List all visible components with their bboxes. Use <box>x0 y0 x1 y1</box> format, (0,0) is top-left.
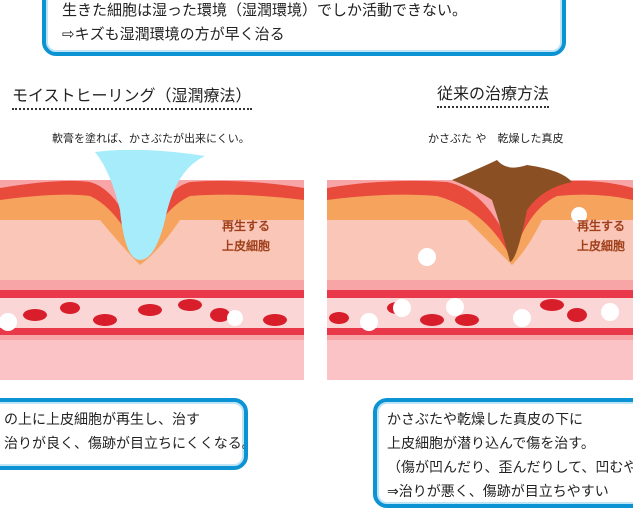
top-line-1: 生きた細胞は湿った環境（湿潤環境）でしか活動できない。 <box>62 1 468 19</box>
left-title: モイストヒーリング（湿潤療法） <box>12 82 252 110</box>
right-box-line-1: かさぶたや乾燥した真皮の下に <box>387 412 583 428</box>
top-info-box: 生きた細胞は湿った環境（湿潤環境）でしか活動できない。 ⇨キズも湿潤環境の方が早… <box>42 0 566 56</box>
right-box-line-2: 上皮細胞が潜り込んで傷を治す。 <box>387 436 595 452</box>
right-regen-label: 再生する上皮細胞 <box>577 219 626 253</box>
right-box-line-3: （傷が凹んだり、歪んだりして、凹むやすい） <box>387 460 633 476</box>
moist-healing-skin-diagram <box>0 150 304 380</box>
left-explanation-box: の上に上皮細胞が再生し、治す 治りが良く、傷跡が目立ちにくくなる。 <box>0 398 248 470</box>
left-caption: 軟膏を塗れば、かさぶたが出来にくい。 <box>52 132 250 145</box>
top-line-2: ⇨キズも湿潤環境の方が早く治る <box>62 25 285 43</box>
left-regen-label: 再生する上皮細胞 <box>222 219 271 253</box>
right-title: 従来の治療方法 <box>437 80 550 108</box>
traditional-skin-diagram <box>327 160 633 380</box>
red-blood-cells <box>23 299 287 326</box>
left-box-line-2: 治りが良く、傷跡が目立ちにくくなる。 <box>4 436 248 452</box>
left-box-line-1: の上に上皮細胞が再生し、治す <box>4 412 200 428</box>
right-box-line-4: ⇒治りが悪く、傷跡が目立ちやすい <box>387 484 609 500</box>
right-caption: かさぶた や 乾燥した真皮 <box>428 132 564 145</box>
right-explanation-box: かさぶたや乾燥した真皮の下に 上皮細胞が潜り込んで傷を治す。 （傷が凹んだり、歪… <box>373 398 633 508</box>
